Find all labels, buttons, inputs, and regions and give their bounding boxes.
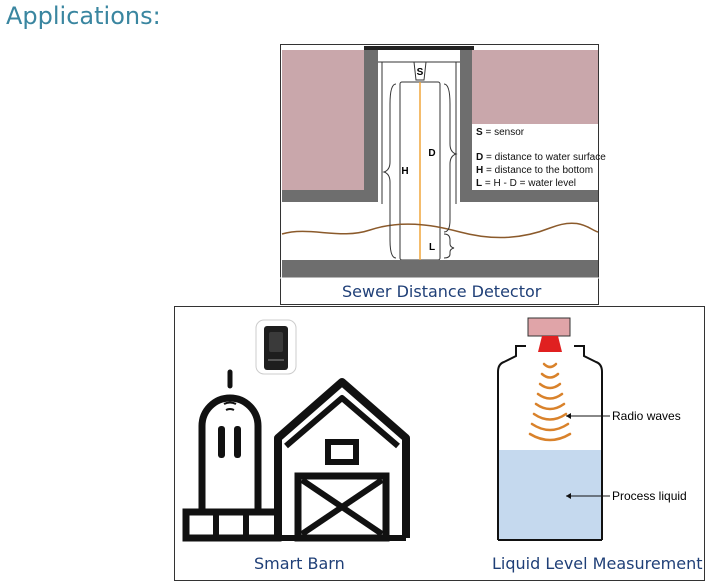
right-ground [472, 50, 598, 124]
process-liquid-label: Process liquid [612, 489, 687, 503]
legend-distance-water: D = distance to water surface [476, 152, 606, 163]
legend-sensor: S = sensor [476, 127, 524, 138]
l-brace [443, 233, 455, 259]
legend-area [472, 124, 598, 190]
smart-barn-caption: Smart Barn [254, 554, 345, 573]
h-brace [382, 83, 397, 259]
sewer-distance-detector-panel: S H D L S = sensor D = distance to water… [280, 44, 606, 306]
signal-waves-icon [221, 395, 239, 411]
legend-key: D [476, 152, 484, 163]
l-label: L [429, 242, 435, 253]
liquid-level-caption: Liquid Level Measurement [492, 554, 703, 573]
process-liquid [499, 450, 601, 539]
legend-key: S [476, 127, 483, 138]
liquid-tank-illustration: Radio waves Process liquid [497, 317, 687, 541]
legend-water-level: L = H - D = water level [476, 178, 576, 189]
manhole-lid [364, 46, 474, 53]
h-label: H [401, 166, 408, 177]
legend-text: = distance to water surface [483, 152, 606, 163]
applications-bottom-panel: Radio waves Process liquid Smart Barn Li… [174, 306, 706, 582]
water-surface-line [281, 222, 599, 239]
radio-waves [528, 362, 572, 442]
legend-text: = distance to the bottom [483, 165, 594, 176]
legend-distance-bottom: H = distance to the bottom [476, 165, 593, 176]
d-label: D [428, 148, 435, 159]
legend-key: L [476, 178, 483, 189]
page-title: Applications: [6, 2, 161, 30]
channel-bottom [282, 260, 598, 278]
radar-head [527, 317, 571, 337]
sensor-label: S [417, 67, 424, 78]
sewer-diagram: S H D L [280, 44, 600, 305]
left-ground [282, 50, 364, 190]
smart-barn-illustration [182, 319, 410, 542]
tank-left-wall [497, 345, 526, 540]
legend-text: = H - D = water level [482, 178, 577, 189]
sensor [413, 61, 427, 81]
radar-emitter [538, 336, 562, 352]
sewer-caption: Sewer Distance Detector [342, 282, 542, 301]
bottom-panel-drawing: Radio waves Process liquid [174, 306, 705, 581]
barn-window [325, 439, 359, 465]
d-brace [443, 83, 458, 233]
barn-outline [274, 378, 410, 538]
tank-right-wall [574, 345, 603, 540]
legend-key: H [476, 165, 484, 176]
radio-waves-label: Radio waves [612, 409, 681, 423]
legend-text: = sensor [482, 127, 525, 138]
silo [198, 394, 262, 510]
